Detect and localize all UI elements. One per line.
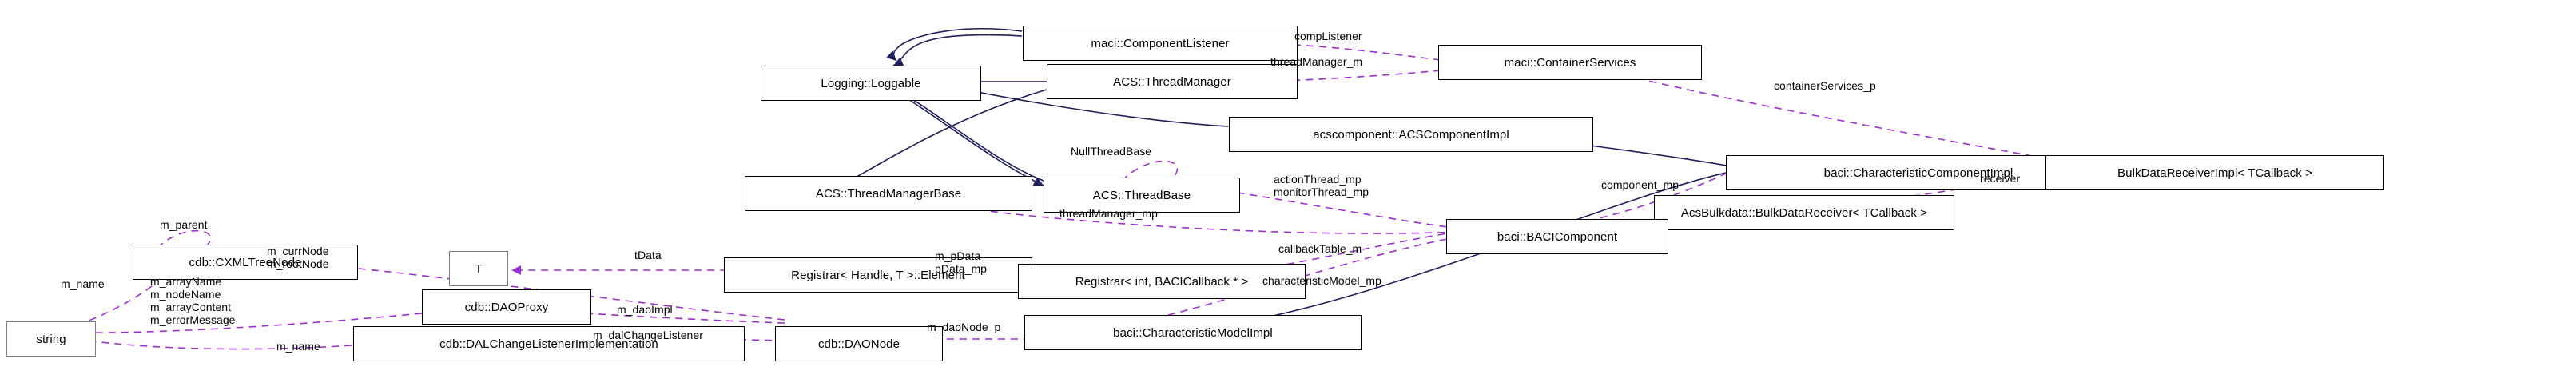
edge-threadbase-loggable (894, 89, 1044, 182)
edge-bacicomponent-threadmanagerbase (939, 200, 1458, 234)
node-acsbulkdata-bulkdatareceiver[interactable]: AcsBulkdata::BulkDataReceiver< TCallback… (1654, 195, 1954, 230)
node-acs-threadmanager[interactable]: ACS::ThreadManager (1047, 64, 1298, 99)
node-acs-threadbase[interactable]: ACS::ThreadBase (1044, 178, 1240, 213)
edge-threadbase-cross (892, 89, 1044, 186)
edge-label-receiver: receiver (1980, 172, 2021, 185)
edge-label-currnode-rootnode: m_currNode m_rootNode (267, 245, 329, 271)
node-template-parameter-t[interactable]: T (449, 251, 508, 286)
edge-label-threadmanager-mp: threadManager_mp (1059, 207, 1158, 220)
node-registrar-handle-t-element[interactable]: Registrar< Handle, T >::Element (724, 257, 1032, 293)
node-acscomponent-acscomponentimpl[interactable]: acscomponent::ACSComponentImpl (1229, 117, 1593, 152)
edge-label-m-dalchangelistener: m_dalChangeListener (593, 329, 703, 341)
edge-label-cxml-members: m_arrayName m_nodeName m_arrayContent m_… (150, 275, 236, 327)
edge-label-m-parent: m_parent (160, 218, 208, 231)
edge-label-callbacktable-m: callbackTable_m (1278, 242, 1362, 255)
node-registrar-int-bacicallback[interactable]: Registrar< int, BACICallback * > (1018, 264, 1306, 299)
node-cdb-dalchangelistenerimplementation[interactable]: cdb::DALChangeListenerImplementation (353, 326, 745, 361)
edge-label-m-name-bottom: m_name (276, 340, 320, 353)
node-maci-componentlistener[interactable]: maci::ComponentListener (1023, 26, 1298, 61)
node-bulkdatareceiverimpl[interactable]: BulkDataReceiverImpl< TCallback > (2045, 155, 2384, 190)
edge-label-nullthreadbase: NullThreadBase (1071, 145, 1152, 158)
edge-label-complistener: compListener (1294, 30, 1362, 42)
node-baci-bacicomponent[interactable]: baci::BACIComponent (1446, 219, 1668, 254)
node-maci-containerservices[interactable]: maci::ContainerServices (1438, 45, 1702, 80)
node-baci-characteristicmodelimpl[interactable]: baci::CharacteristicModelImpl (1024, 315, 1362, 350)
edge-label-m-name-left: m_name (61, 277, 105, 290)
node-cdb-daoproxy[interactable]: cdb::DAOProxy (422, 289, 591, 325)
edge-complistener-loggable (892, 34, 1023, 66)
node-cdb-cxmltreenode[interactable]: cdb::CXMLTreeNode (133, 245, 358, 280)
edge-label-pdata: m_pData pData_mp (935, 249, 987, 276)
edge-label-threadmanager-m: threadManager_m (1270, 55, 1363, 68)
node-logging-loggable[interactable]: Logging::Loggable (761, 66, 981, 101)
edge-label-m-daonode-p: m_daoNode_p (927, 321, 1001, 333)
edge-label-characteristicmodel-mp: characteristicModel_mp (1262, 274, 1381, 287)
edge-label-tdata: tData (634, 249, 662, 261)
node-cdb-daonode[interactable]: cdb::DAONode (775, 326, 943, 361)
edge-label-component-mp: component_mp (1601, 178, 1680, 191)
edge-threadbase-self (1121, 160, 1179, 190)
node-string[interactable]: string (6, 321, 96, 357)
edge-label-action-monitor-thread: actionThread_mp monitorThread_mp (1274, 173, 1369, 199)
edge-charcompimpl-bacicomponent (1536, 172, 1728, 233)
edge-dalchangelistener-string (65, 334, 352, 350)
edge-label-containerservices-p: containerServices_p (1774, 79, 1876, 92)
edge-label-m-daoimpl: m_daoImpl (617, 303, 673, 316)
node-acs-threadmanagerbase[interactable]: ACS::ThreadManagerBase (745, 176, 1032, 211)
